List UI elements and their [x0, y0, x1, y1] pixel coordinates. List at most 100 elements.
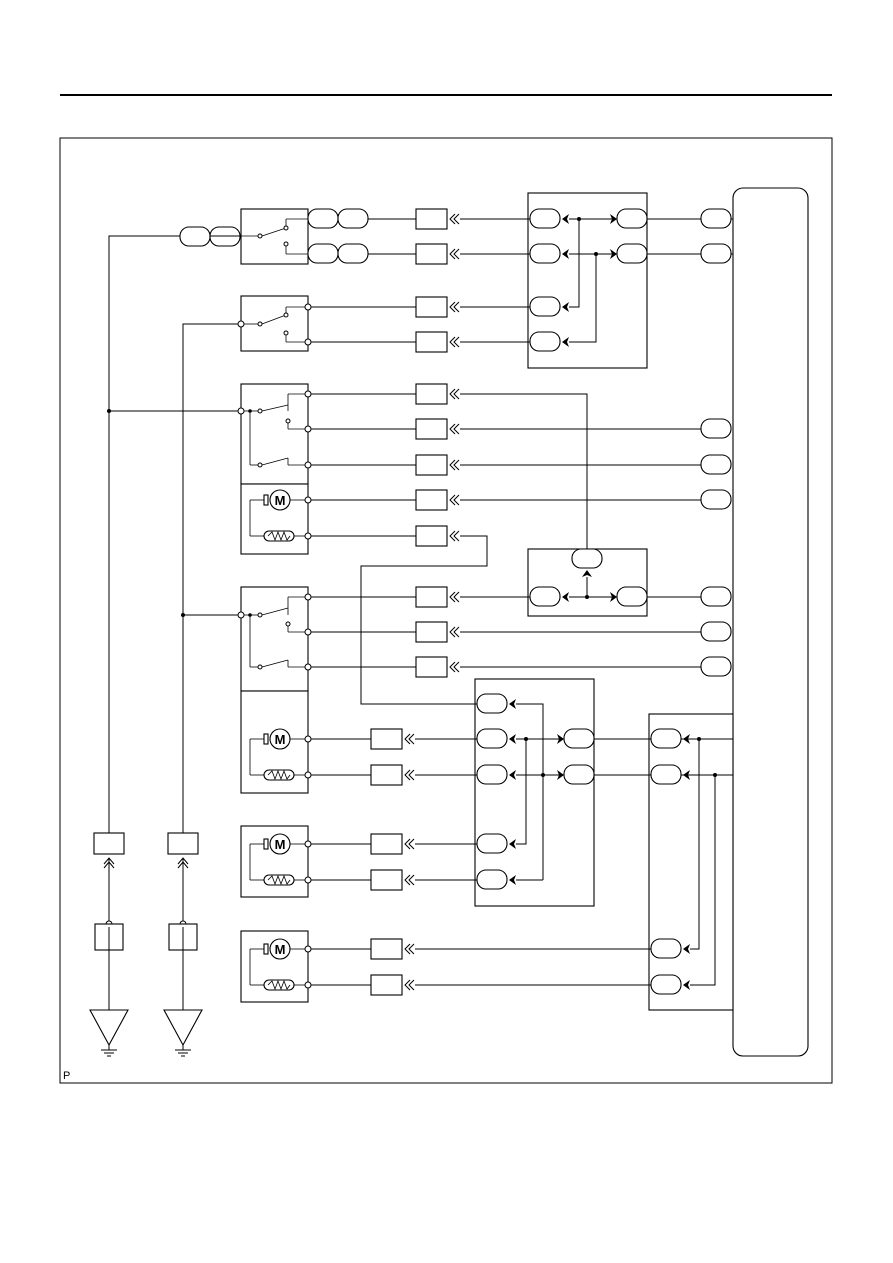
- arrow-left: [562, 592, 569, 602]
- wire: [690, 739, 700, 950]
- figure-code: P: [63, 1070, 71, 1082]
- pin: [529, 296, 561, 317]
- pin: [650, 974, 682, 995]
- connector-chevron: [449, 423, 456, 435]
- pin: [700, 656, 732, 677]
- connector-chevron: [404, 943, 411, 955]
- arrow-right: [610, 214, 617, 224]
- arrow-left: [683, 770, 690, 780]
- connector: [415, 208, 448, 230]
- connector-chevron: [453, 248, 460, 260]
- pin: [337, 208, 369, 229]
- connector-chevron: [449, 336, 456, 348]
- connector-chevron: [453, 626, 460, 638]
- pin: [650, 764, 682, 785]
- pin: [529, 586, 561, 607]
- pin: [476, 833, 508, 854]
- connector-chevron: [404, 733, 411, 745]
- junction-block-3: [474, 678, 595, 907]
- arrow-left: [509, 770, 516, 780]
- connector-chevron: [453, 388, 460, 400]
- pin: [337, 243, 369, 264]
- connector-chevron: [449, 301, 456, 313]
- wire: [516, 703, 544, 880]
- connector: [415, 621, 448, 643]
- connector-chevron: [449, 494, 456, 506]
- arrow-left: [562, 249, 569, 259]
- wire: [690, 775, 716, 986]
- pin: [476, 764, 508, 785]
- switch-4: [237, 586, 312, 692]
- connector: [370, 869, 403, 891]
- pin: [650, 728, 682, 749]
- connector: [370, 764, 403, 786]
- pin: [476, 728, 508, 749]
- connector: [415, 418, 448, 440]
- diagram-frame: [59, 137, 833, 1084]
- arrow-right: [557, 734, 564, 744]
- pin: [616, 243, 648, 264]
- feed-line-right: [181, 323, 238, 833]
- switch-3: [237, 383, 312, 485]
- pin: [616, 586, 648, 607]
- ground-1: [89, 832, 129, 1057]
- arrow-left: [562, 214, 569, 224]
- connector-chevron: [449, 591, 456, 603]
- connector: [370, 938, 403, 960]
- arrow-right: [557, 770, 564, 780]
- pin: [700, 621, 732, 642]
- arrow-left: [509, 734, 516, 744]
- actuator-4: M: [240, 930, 312, 1003]
- connector: [415, 525, 448, 547]
- pin: [616, 208, 648, 229]
- connector: [370, 974, 403, 996]
- wire: [569, 219, 580, 308]
- connector: [415, 656, 448, 678]
- pin: [700, 489, 732, 510]
- connector-chevron: [404, 874, 411, 886]
- pin: [476, 693, 508, 714]
- connector: [370, 728, 403, 750]
- connector: [370, 833, 403, 855]
- connector: [415, 331, 448, 353]
- pin: [307, 208, 339, 229]
- pin: [700, 418, 732, 439]
- arrow-up: [582, 570, 592, 577]
- connector-chevron: [408, 733, 415, 745]
- wire: [569, 254, 597, 343]
- wire: [516, 739, 527, 845]
- wire: [460, 393, 588, 549]
- pin: [571, 548, 603, 569]
- connector-chevron: [453, 661, 460, 673]
- connector-chevron: [453, 494, 460, 506]
- connector-chevron: [453, 459, 460, 471]
- pin: [179, 226, 211, 247]
- connector-chevron: [453, 530, 460, 542]
- connector-chevron: [449, 661, 456, 673]
- pin: [529, 208, 561, 229]
- connector-chevron: [408, 979, 415, 991]
- arrow-left: [683, 944, 690, 954]
- junction-block-4: [648, 713, 734, 1011]
- connector-chevron: [449, 248, 456, 260]
- arrow-right: [610, 592, 617, 602]
- pin: [563, 728, 595, 749]
- connector-chevron: [408, 943, 415, 955]
- connector-chevron: [453, 336, 460, 348]
- arrow-left: [683, 980, 690, 990]
- connector: [415, 383, 448, 405]
- svg-text:M: M: [275, 493, 286, 508]
- wire-layer: [311, 208, 733, 996]
- connector: [415, 243, 448, 265]
- pin: [700, 243, 732, 264]
- connector-chevron: [408, 838, 415, 850]
- svg-text:M: M: [275, 942, 286, 957]
- switch-1: [240, 208, 309, 265]
- pin: [700, 454, 732, 475]
- connector-chevron: [449, 626, 456, 638]
- connector-chevron: [404, 979, 411, 991]
- arrow-left: [509, 699, 516, 709]
- connector: [415, 586, 448, 608]
- arrow-left: [562, 337, 569, 347]
